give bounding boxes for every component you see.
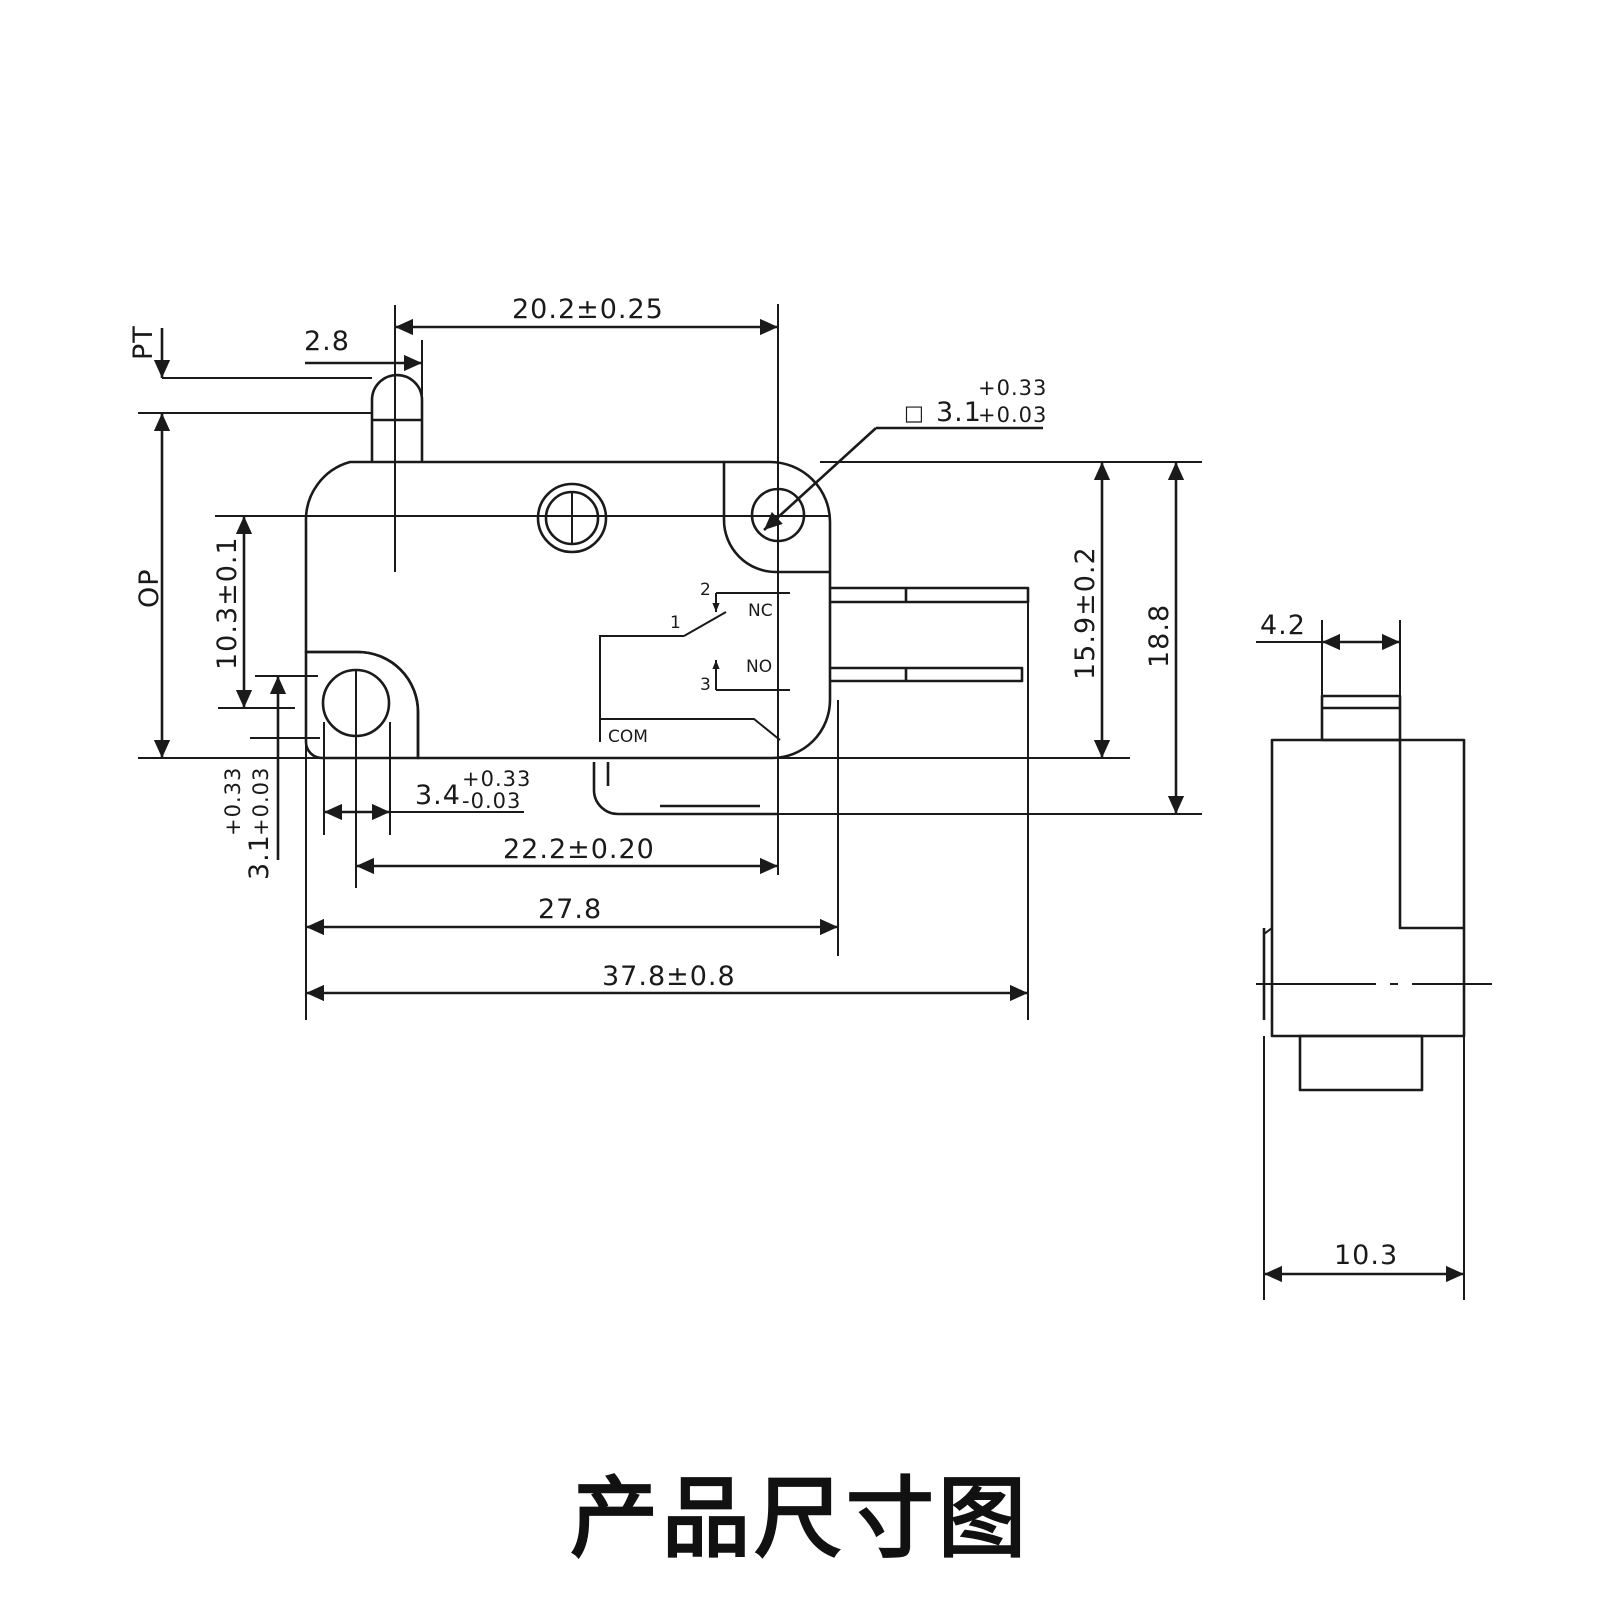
com-label: COM	[608, 727, 648, 747]
sq-hole-prefix: □	[904, 401, 925, 425]
side-body	[1270, 738, 1466, 1038]
front-view: 1 2 3 NC NO COM PT OP 2.8 20.	[128, 294, 1202, 1020]
dim-37-8-label: 37.8±0.8	[602, 961, 736, 992]
terminal-2-label: 2	[700, 580, 711, 600]
dim-15-9-label: 15.9±0.2	[1070, 546, 1101, 680]
dim-3-1-main: 3.1	[244, 834, 275, 880]
dim-3-4-tol-lower: -0.03	[462, 789, 521, 813]
drawing-title: 产品尺寸图	[569, 1466, 1030, 1570]
dim-2-8-label: 2.8	[304, 326, 350, 357]
side-plunger	[1320, 694, 1402, 742]
dim-22-2-label: 22.2±0.20	[503, 834, 655, 865]
dim-20-2-label: 20.2±0.25	[512, 294, 664, 325]
mounting-lug	[304, 650, 420, 760]
dim-10-3-label: 10.3±0.1	[212, 536, 243, 670]
sq-hole-main: 3.1	[936, 397, 982, 428]
terminal-1-label: 1	[670, 613, 681, 633]
dim-3-1-tol-upper: +0.33	[221, 767, 245, 836]
dim-3-4-tol-upper: +0.33	[462, 767, 531, 791]
terminal-com	[592, 762, 778, 816]
terminal-nc	[830, 586, 1030, 604]
pt-label: PT	[128, 325, 159, 360]
top-mounting-hole	[536, 482, 608, 554]
op-label: OP	[134, 568, 165, 608]
sq-hole-tol-upper: +0.33	[978, 376, 1047, 400]
terminal-3-label: 3	[700, 675, 711, 695]
dim-3-1-tol-lower: +0.03	[249, 767, 273, 836]
side-terminal	[1298, 1034, 1424, 1092]
dim-18-8-label: 18.8	[1144, 604, 1175, 668]
side-10-3-label: 10.3	[1334, 1240, 1398, 1271]
terminal-no	[830, 666, 1024, 683]
dim-27-8-label: 27.8	[538, 894, 602, 925]
switch-schematic: 1 2 3 NC NO COM	[599, 580, 790, 747]
right-bracket	[722, 462, 830, 574]
plunger	[370, 373, 424, 462]
dim-3-4-main: 3.4	[415, 780, 461, 811]
side-4-2-label: 4.2	[1260, 610, 1306, 641]
side-view: 4.2 10.3	[1256, 610, 1492, 1300]
sq-hole-tol-lower: +0.03	[978, 403, 1047, 427]
no-label: NO	[746, 657, 772, 677]
nc-label: NC	[748, 601, 773, 621]
